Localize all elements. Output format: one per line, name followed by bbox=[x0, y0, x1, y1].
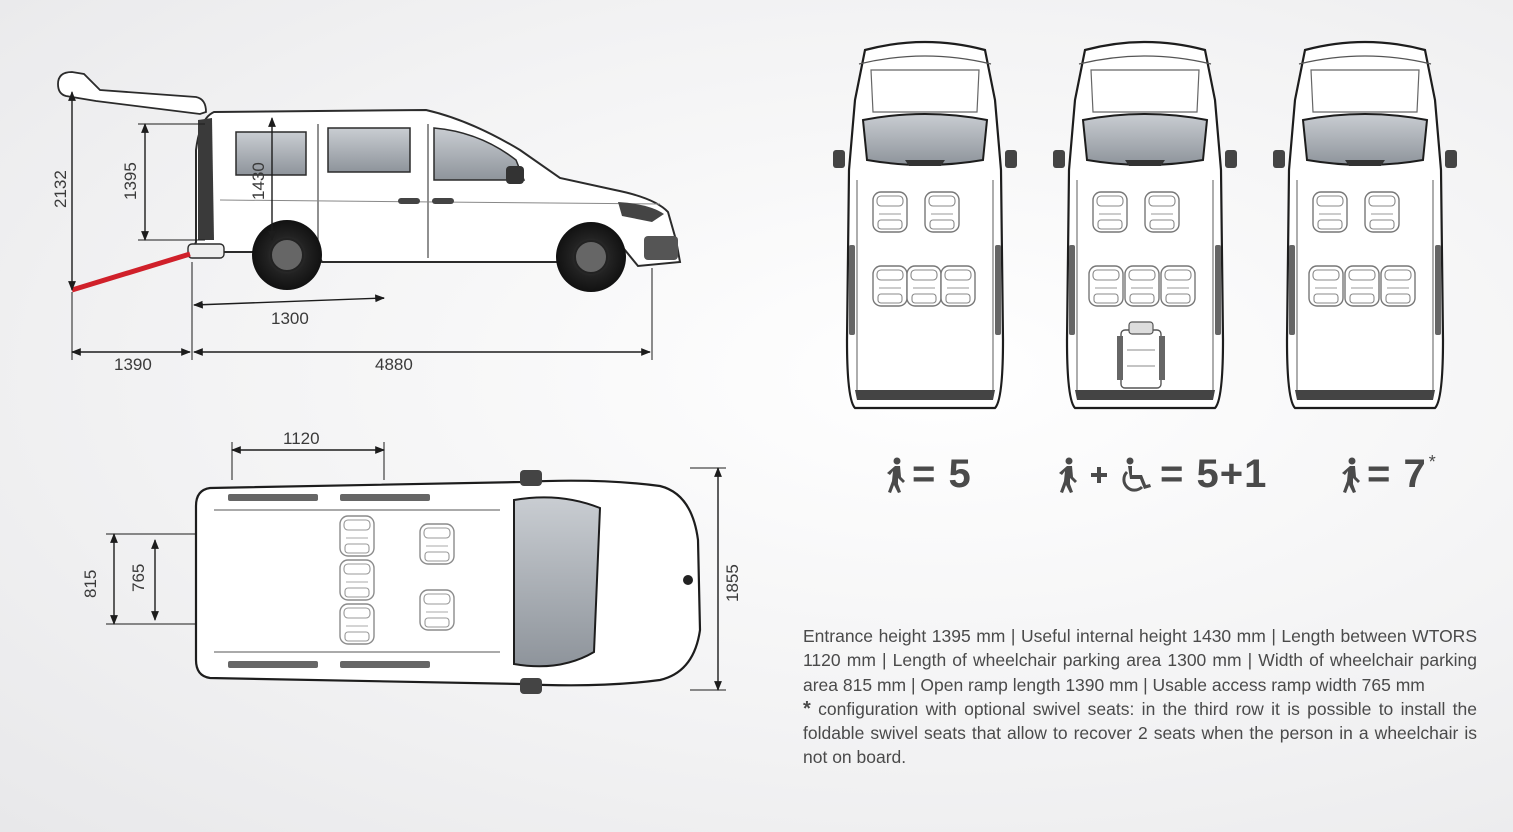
dim-entrance-height: 1395 bbox=[121, 162, 140, 200]
dim-ramp-width: 765 bbox=[129, 564, 148, 592]
wheelchair-top-icon bbox=[1117, 321, 1165, 389]
dim-wtors-length: 1120 bbox=[283, 429, 320, 448]
dim-vehicle-length: 4880 bbox=[375, 355, 413, 374]
config-van-5 bbox=[831, 40, 1019, 410]
ramp-line bbox=[71, 251, 191, 293]
description-note: * configuration with optional swivel sea… bbox=[803, 697, 1477, 770]
description-block: Entrance height 1395 mm | Useful interna… bbox=[803, 624, 1477, 770]
description-main: Entrance height 1395 mm | Useful interna… bbox=[803, 626, 1477, 695]
dim-ramp-length: 1390 bbox=[114, 355, 152, 374]
side-dimension-lines bbox=[68, 91, 653, 360]
description-note-text: configuration with optional swivel seats… bbox=[803, 698, 1477, 768]
dim-parking-width: 815 bbox=[81, 570, 100, 598]
description-star: * bbox=[803, 697, 811, 720]
caption-config-5plus1-text: = 5+1 bbox=[1160, 452, 1268, 496]
caption-config-5plus1: = 5+1 bbox=[1052, 452, 1267, 497]
dim-vehicle-width: 1855 bbox=[723, 564, 742, 602]
plus-icon bbox=[1091, 466, 1107, 483]
dim-internal-height: 1430 bbox=[249, 162, 268, 200]
dim-parking-length: 1300 bbox=[271, 309, 309, 328]
caption-config-5-text: = 5 bbox=[912, 452, 972, 496]
caption-config-7-text: = 7 bbox=[1367, 452, 1427, 496]
config-van-5plus1 bbox=[1051, 40, 1239, 410]
person-walking-icon bbox=[1342, 457, 1360, 493]
top-dimension-lines bbox=[106, 442, 726, 691]
caption-config-5: = 5 bbox=[880, 452, 972, 497]
caption-config-7: = 7 * bbox=[1335, 452, 1437, 497]
side-view-vehicle bbox=[57, 71, 682, 292]
config-van-7 bbox=[1271, 40, 1459, 410]
person-walking-icon bbox=[1059, 457, 1077, 493]
top-view-vehicle bbox=[194, 470, 702, 694]
person-walking-icon bbox=[887, 457, 905, 493]
caption-config-7-star: * bbox=[1428, 452, 1437, 472]
dim-overall-height: 2132 bbox=[51, 170, 70, 208]
wheelchair-icon bbox=[1122, 457, 1151, 492]
